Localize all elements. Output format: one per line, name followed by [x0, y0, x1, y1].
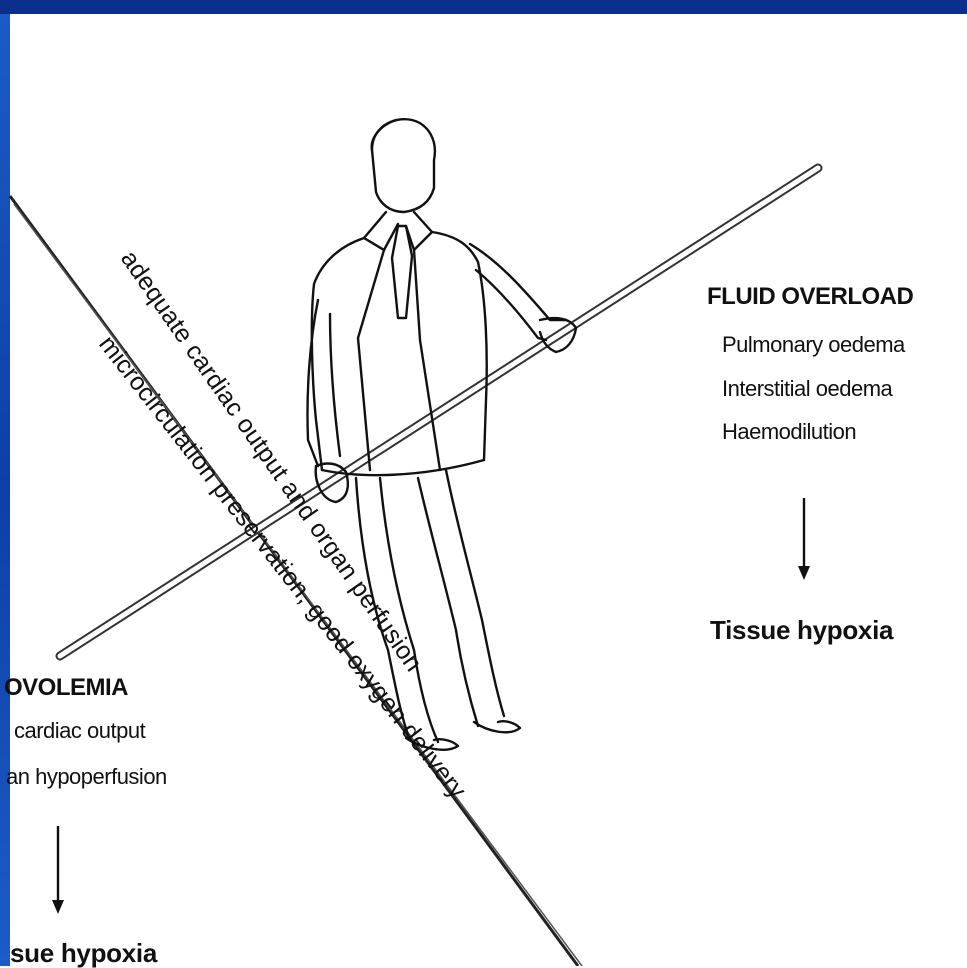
arrow-down-hypovolemia	[52, 826, 64, 914]
rope-label-lower: microcirculation preservation, good oxyg…	[93, 330, 472, 804]
hypovolemia-result: sue hypoxia	[10, 940, 157, 966]
fluid-overload-item-2: Interstitial oedema	[722, 378, 892, 400]
fluid-overload-heading: FLUID OVERLOAD	[707, 285, 913, 309]
fluid-overload-result: Tissue hypoxia	[710, 617, 893, 643]
fluid-overload-item-3: Haemodilution	[722, 421, 856, 443]
rope-label-upper: adequate cardiac output and organ perfus…	[115, 245, 428, 676]
hypovolemia-heading: OVOLEMIA	[4, 676, 128, 700]
fluid-overload-item-1: Pulmonary oedema	[722, 334, 905, 356]
hypovolemia-item-1: cardiac output	[14, 720, 145, 742]
hypovolemia-item-2: an hypoperfusion	[6, 766, 167, 788]
arrow-down-fluid-overload	[798, 498, 810, 580]
